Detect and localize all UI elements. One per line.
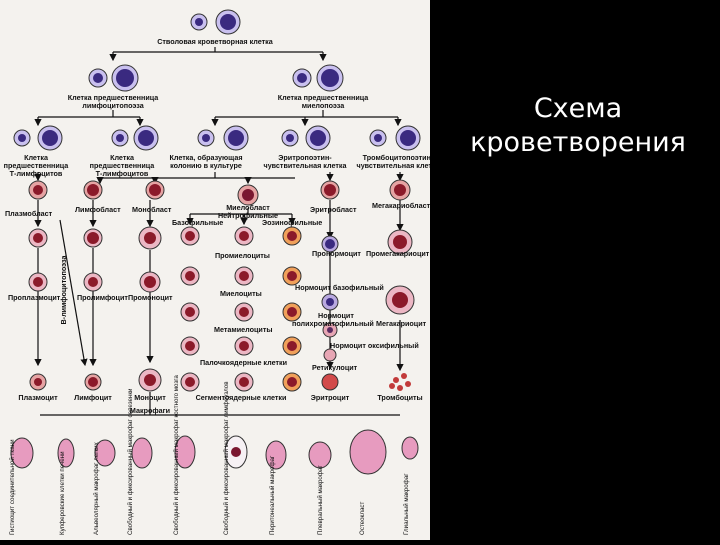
b-lymphopoiesis-label: В-лимфоцитопоэза: [59, 254, 68, 324]
plasmablast-label: Плазмобласт: [5, 209, 53, 218]
segmented-label: Сегментоядерные клетки: [196, 393, 287, 402]
promonocyte-label: Промоноцит: [128, 293, 173, 302]
tpo-label-2: чувствительная клетка: [357, 161, 430, 170]
megakaryoblast-label: Мегакариобласт: [372, 201, 430, 210]
tpo-label-1: Тромбоцитопоэтин-: [363, 153, 430, 162]
normocyte-poly-label-1: Нормоцит: [318, 311, 354, 320]
macrophage-cells: [10, 429, 419, 475]
lymph-precursor-label-2: лимфоцитопоэза: [82, 101, 144, 110]
plasmocyte-label: Плазмоцит: [18, 393, 58, 402]
myeloblast-label: Миелобласт: [226, 203, 270, 212]
basophilic-label: Базофильные: [172, 218, 223, 227]
macrophage-type-label: Перитонеальный макрофаг: [269, 455, 276, 535]
erythroblast-label: Эритробласт: [310, 205, 357, 214]
normocyte-poly-label-2: полихроматофильный: [292, 319, 374, 328]
macrophage-type-label: Плевральный макрофаг: [317, 465, 324, 535]
proplasmocyte-label: Проплазмоцит: [8, 293, 61, 302]
macrophage-type-label: Свободный и фиксированный макрофаг лимфо…: [223, 381, 230, 535]
metamyelocytes-label: Метамиелоциты: [214, 325, 273, 334]
band-cells-label: Палочкоядерные клетки: [200, 358, 287, 367]
monocyte-label: Моноцит: [134, 393, 166, 402]
myelocytes-label: Миелоциты: [220, 289, 262, 298]
megakaryocyte-label: Мегакариоцит: [376, 319, 427, 328]
t-precursor-label-1: Клетка: [24, 153, 49, 162]
promyelocytes-label: Промиелоциты: [215, 251, 270, 260]
macrophage-type-label: Остеокласт: [359, 502, 366, 535]
slide-title-line-2: кроветворения: [470, 127, 686, 158]
epo-label-1: Эритропоэтин-: [278, 153, 332, 162]
macrophage-type-labels: Гистиоцит соединительной ткани Купферовс…: [9, 375, 410, 535]
b-precursor-label-2: предшественница: [90, 161, 156, 170]
lymph-precursor-label-1: Клетка предшественница: [68, 93, 160, 102]
maturing-cells: [28, 179, 415, 392]
lymphocyte-label: Лимфоцит: [74, 393, 112, 402]
macrophage-type-label: Глиальный макрофаг: [403, 473, 410, 535]
epo-label-2: чувствительная клетка: [264, 161, 348, 170]
myelo-precursor-label-1: Клетка предшественница: [278, 93, 370, 102]
neutrophilic-label: Нейтрофильные: [218, 211, 278, 220]
normocyte-oxy-label: Нормоцит оксифильный: [330, 341, 419, 350]
erythrocyte-label: Эритроцит: [311, 393, 350, 402]
promegakaryocyte-label: Промегакариоцит: [366, 249, 430, 258]
b-precursor-label-3: Т-лимфоцитов: [96, 169, 149, 178]
hematopoiesis-diagram: Стволовая кроветворная клетка Клетка пре…: [4, 9, 441, 535]
macrophages-label: Макрофаги: [130, 406, 170, 415]
macrophage-type-label: Гистиоцит соединительной ткани: [9, 439, 16, 535]
eosinophilic-label: Эозинофильные: [262, 218, 322, 227]
stem-cell-label: Стволовая кроветворная клетка: [157, 37, 274, 46]
macrophage-type-label: Купферовские клетки печени: [59, 451, 66, 535]
macrophage-type-label: Альвеолярный макрофаг легких: [93, 441, 100, 535]
diagram-labels: Стволовая кроветворная клетка Клетка пре…: [4, 37, 441, 415]
cfu-label-1: Клетка, образующая: [169, 153, 242, 162]
t-precursor-label-3: Т-лимфоцитов: [10, 169, 63, 178]
slide-title-line-1: Схема: [533, 93, 623, 124]
prolymphocyte-label: Пролимфоцит: [77, 293, 128, 302]
lymphoblast-label: Лимфобласт: [75, 205, 121, 214]
macrophage-type-label: Свободный и фиксированный макрофаг костн…: [173, 375, 180, 535]
macrophage-type-label: Свободный и фиксированный макрофаг селез…: [127, 388, 134, 535]
monoblast-label: Монобласт: [132, 205, 172, 214]
normocyte-basophilic-label: Нормоцит базофильный: [295, 283, 384, 292]
precursor-cells: [13, 9, 421, 151]
connector-lines: [34, 47, 404, 416]
platelets-label: Тромбоциты: [377, 393, 422, 402]
t-precursor-label-2: предшественница: [4, 161, 70, 170]
reticulocyte-label: Ретикулоцит: [312, 363, 358, 372]
myelo-precursor-label-2: миелопоэза: [302, 101, 346, 110]
hematopoiesis-diagram-panel: Стволовая кроветворная клетка Клетка пре…: [0, 0, 441, 540]
pronormocyte-label: Пронормоцит: [312, 249, 361, 258]
slide-title: Схема кроветворения: [462, 92, 694, 160]
cfu-label-2: колонию в культуре: [170, 161, 242, 170]
b-precursor-label-1: Клетка: [110, 153, 135, 162]
